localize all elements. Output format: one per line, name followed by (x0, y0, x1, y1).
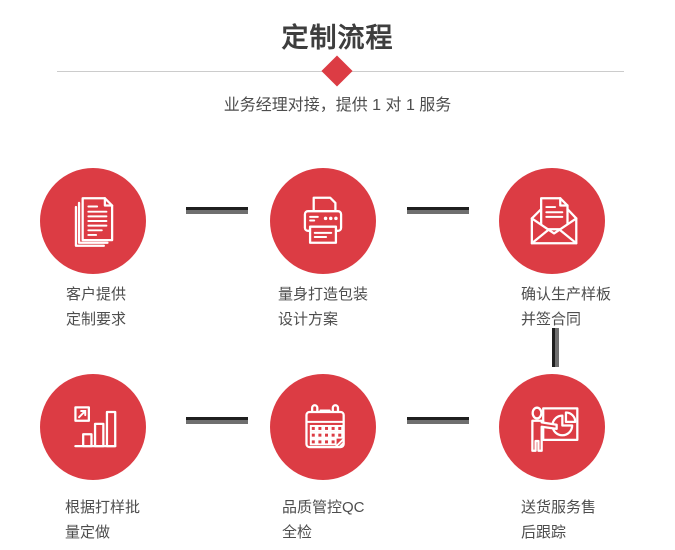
step-label-4: 根据打样批 量定做 (65, 495, 140, 545)
page-title: 定制流程 (281, 23, 394, 53)
diamond-accent-icon (321, 55, 353, 87)
connector-step3-step6 (552, 328, 559, 367)
step-label-line: 量定做 (65, 524, 111, 541)
connector-step1-step2 (186, 207, 248, 214)
step-label-line: 后跟踪 (521, 524, 567, 541)
calendar-icon (305, 404, 345, 449)
step-label-line: 确认生产样板 (521, 286, 612, 303)
step-circle-4 (40, 374, 146, 480)
step-label-5: 品质管控QC 全检 (282, 495, 365, 545)
step-label-3: 确认生产样板 并签合同 (521, 282, 611, 332)
step-circle-1 (40, 168, 146, 274)
printer-icon (303, 196, 343, 244)
documents-icon (74, 197, 114, 247)
presenter-icon (531, 406, 579, 452)
step-label-line: 送货服务售 (521, 499, 597, 516)
step-label-line: 品质管控QC (282, 499, 365, 516)
step-label-line: 设计方案 (278, 311, 339, 328)
step-label-line: 客户提供 (66, 286, 127, 303)
step-label-line: 定制要求 (66, 311, 127, 328)
step-circle-6 (499, 374, 605, 480)
step-label-2: 量身打造包装 设计方案 (278, 282, 368, 332)
step-label-line: 根据打样批 (65, 499, 141, 516)
page-subtitle: 业务经理对接，提供 1 对 1 服务 (223, 97, 452, 114)
connector-step4-step5 (186, 417, 248, 424)
step-label-1: 客户提供 定制要求 (66, 282, 126, 332)
step-label-line: 全检 (282, 524, 313, 541)
step-circle-5 (270, 374, 376, 480)
step-circle-3 (499, 168, 605, 274)
envelope-icon (530, 197, 578, 245)
step-label-line: 量身打造包装 (278, 286, 369, 303)
step-circle-2 (270, 168, 376, 274)
step-label-line: 并签合同 (521, 311, 582, 328)
step-label-6: 送货服务售 后跟踪 (521, 495, 596, 545)
connector-step2-step3 (407, 207, 469, 214)
connector-step5-step6 (407, 417, 469, 424)
bar-chart-icon (74, 406, 117, 448)
